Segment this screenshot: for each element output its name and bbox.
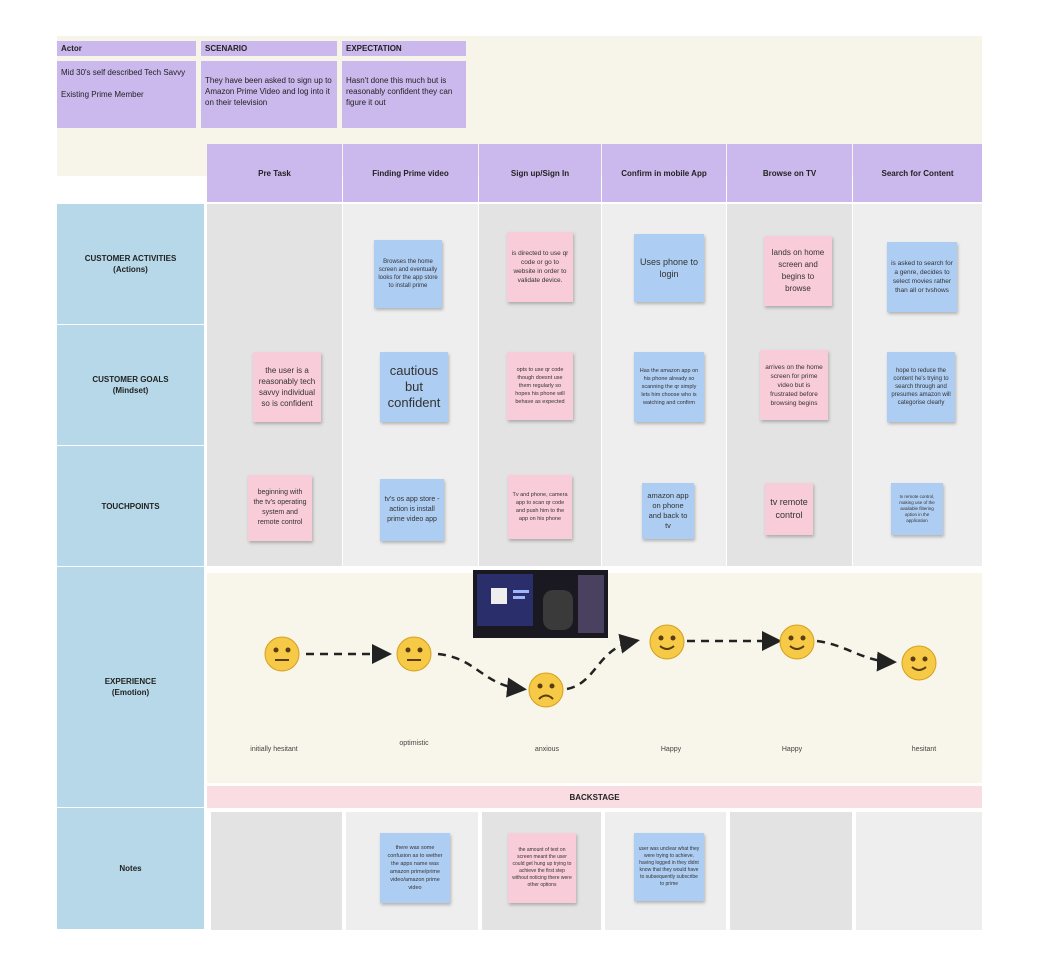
actor-header: Actor [57,41,196,56]
expectation-text: Hasn't done this much but is reasonably … [342,61,466,128]
expectation-header: EXPECTATION [342,41,466,56]
emotion-face-happy [649,624,685,665]
sticky-goal-browse-tv: arrives on the home screen for prime vid… [760,350,828,420]
stage-header-finding-prime: Finding Prime video [343,144,478,202]
row-label-notes: Notes [57,808,204,929]
sticky-touchpoint-search-content: tv remote control, making use of the ava… [891,483,943,535]
notes-column [730,812,852,930]
sticky-activity-search-content: is asked to search for a genre, decides … [887,242,957,312]
stage-header-sign-up: Sign up/Sign In [479,144,601,202]
stage-header-search-content: Search for Content [853,144,982,202]
emotion-face-neutral [396,636,432,677]
row-label-goals: CUSTOMER GOALS (Mindset) [57,325,204,445]
sticky-note-sign-up: the amount of text on screen meant the u… [508,833,576,903]
sticky-activity-finding-prime: Browses the home screen and eventually l… [374,240,442,308]
emotion-label: hesitant [879,746,969,753]
notes-column [211,812,342,930]
emotion-label: initially hesitant [229,746,319,753]
sticky-activity-browse-tv: lands on home screen and begins to brows… [764,236,832,306]
notes-column [856,812,982,930]
photo-tv-qr-screen [473,570,608,638]
sticky-goal-sign-up: opts to use qr code though doesnt use th… [507,352,573,420]
emotion-label: optimistic [369,740,459,747]
scenario-header: SCENARIO [201,41,337,56]
emotion-face-neutral [264,636,300,677]
emotion-face-happy [779,624,815,665]
emotion-face-sad [528,672,564,713]
backstage-header: BACKSTAGE [207,786,982,808]
stage-header-pre-task: Pre Task [207,144,342,202]
stage-header-browse-tv: Browse on TV [727,144,852,202]
emotion-face-happy [901,645,937,686]
row-label-touchpoints: TOUCHPOINTS [57,446,204,566]
sticky-activity-sign-up: is directed to use qr code or go to webs… [507,232,573,302]
emotion-label: Happy [747,746,837,753]
sticky-note-finding-prime: there was some confusion as to wether th… [380,833,450,903]
emotion-label: Happy [626,746,716,753]
sticky-note-confirm-mobile: user was unclear what they were trying t… [634,833,704,901]
sticky-goal-confirm-mobile: Has the amazon app on his phone already … [634,352,704,422]
sticky-goal-finding-prime: cautious but confident [380,352,448,422]
sticky-touchpoint-sign-up: Tv and phone, camera app to scan qr code… [508,475,572,539]
sticky-touchpoint-pre-task: beginning with the tv's operating system… [248,475,312,541]
stage-header-confirm-mobile: Confirm in mobile App [602,144,726,202]
sticky-activity-confirm-mobile: Uses phone to login [634,234,704,302]
row-label-activities: CUSTOMER ACTIVITIES (Actions) [57,204,204,324]
actor-text: Mid 30's self described Tech Savvy Exist… [57,61,196,128]
sticky-touchpoint-finding-prime: tv's os app store - action is install pr… [380,479,444,541]
sticky-touchpoint-browse-tv: tv remote control [765,483,813,535]
emotion-label: anxious [502,746,592,753]
scenario-text: They have been asked to sign up to Amazo… [201,61,337,128]
sticky-goal-pre-task: the user is a reasonably tech savvy indi… [253,352,321,422]
sticky-touchpoint-confirm-mobile: amazon app on phone and back to tv [642,483,694,539]
row-label-experience: EXPERIENCE (Emotion) [57,567,204,807]
sticky-goal-search-content: hope to reduce the content he's trying t… [887,352,955,422]
